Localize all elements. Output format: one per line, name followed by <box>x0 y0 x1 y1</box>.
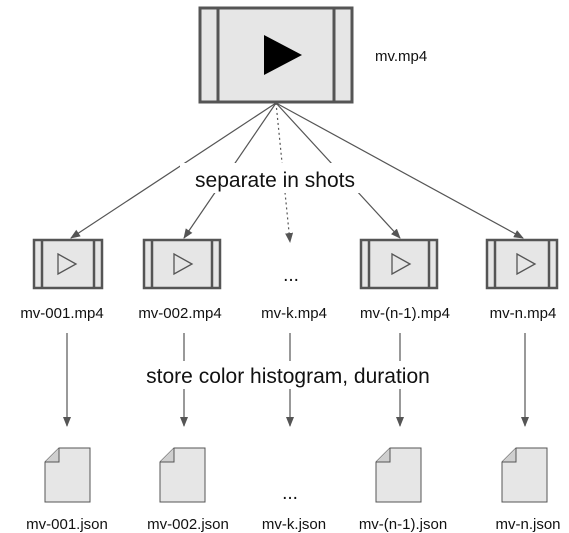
video-film-play-icon <box>142 238 222 290</box>
play-triangle-icon <box>264 35 302 75</box>
shot-filename: mv-n.mp4 <box>490 305 557 322</box>
output-ellipsis: ... <box>282 483 298 504</box>
source-video: mv.mp4 <box>198 6 427 104</box>
store-step-label: store color histogram, duration <box>146 365 430 388</box>
video-film-play-icon <box>359 238 439 290</box>
document-icon <box>44 447 91 503</box>
shot-filename: mv-002.mp4 <box>138 305 221 322</box>
video-film-play-icon <box>198 6 354 104</box>
document-icon <box>159 447 206 503</box>
output-filename: mv-k.json <box>262 516 326 533</box>
video-film-play-icon <box>32 238 104 290</box>
shot-filename: mv-001.mp4 <box>20 305 103 322</box>
output-n: mv-n.json <box>495 447 561 533</box>
store-step: store color histogram, duration <box>146 365 430 388</box>
output-filename: mv-002.json <box>147 516 229 533</box>
output-filename: mv-001.json <box>26 516 108 533</box>
shot-k: ... mv-k.mp4 <box>261 265 327 322</box>
document-icon <box>501 447 548 503</box>
output-filename: mv-n.json <box>495 516 560 533</box>
document-icon <box>375 447 422 503</box>
output-k: ... mv-k.json <box>262 483 326 533</box>
split-arrow-shot-k <box>275 102 294 243</box>
output-filename: mv-(n-1).json <box>359 516 447 533</box>
split-arrow-shot-1 <box>70 102 277 239</box>
split-step-label: separate in shots <box>195 169 355 192</box>
store-arrows <box>63 333 529 427</box>
shot-1: mv-001.mp4 <box>20 238 104 322</box>
source-filename: mv.mp4 <box>375 48 427 65</box>
output-2: mv-002.json <box>147 447 229 533</box>
shot-n-1: mv-(n-1).mp4 <box>359 238 450 322</box>
output-1: mv-001.json <box>26 447 108 533</box>
shot-filename: mv-(n-1).mp4 <box>360 305 450 322</box>
shot-ellipsis: ... <box>283 265 299 286</box>
output-n-1: mv-(n-1).json <box>359 447 447 533</box>
split-step: separate in shots <box>180 163 370 193</box>
shot-2: mv-002.mp4 <box>138 238 222 322</box>
video-film-play-icon <box>485 238 559 290</box>
split-arrow-shot-n <box>275 102 524 239</box>
shot-filename: mv-k.mp4 <box>261 305 327 322</box>
shot-n: mv-n.mp4 <box>485 238 559 322</box>
